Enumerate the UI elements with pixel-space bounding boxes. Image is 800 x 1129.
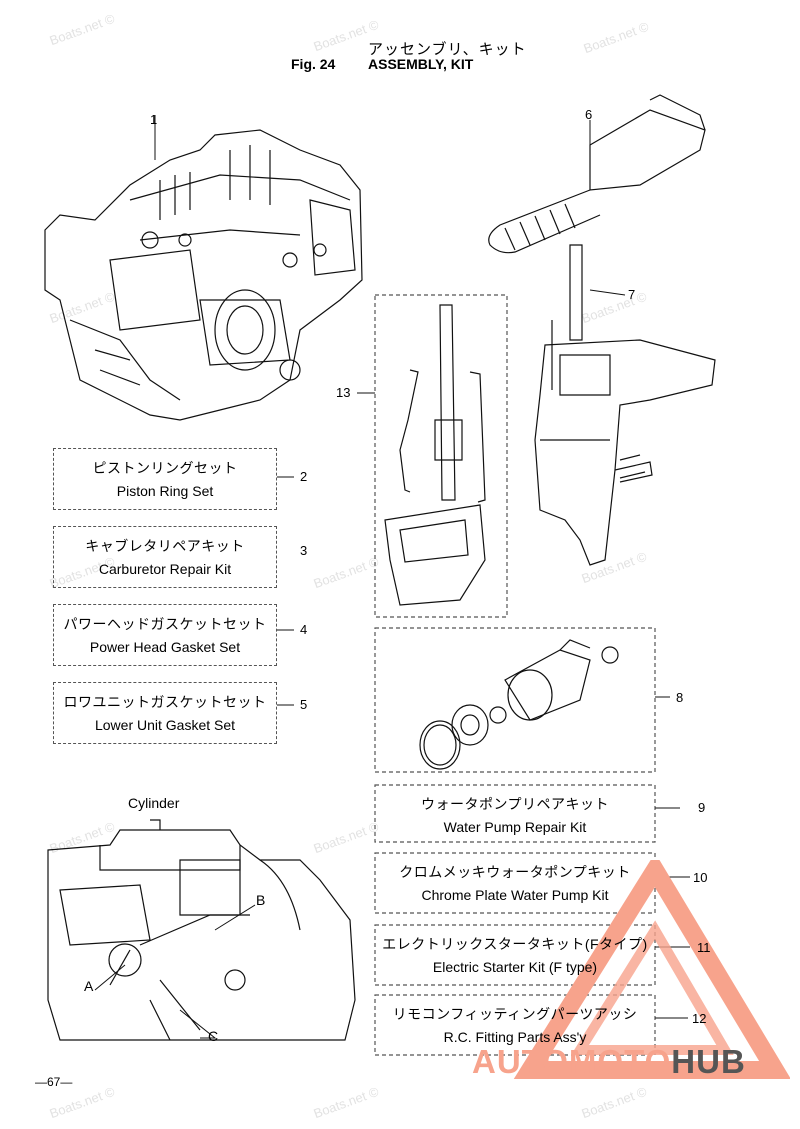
kit-name-jp: ロワユニットガスケットセット: [63, 694, 267, 710]
title-japanese: アッセンブリ、キット: [368, 40, 527, 58]
page-number: —67—: [35, 1075, 73, 1089]
lower-unit-drawing: [534, 244, 716, 566]
cylinder-title: Cylinder: [128, 795, 180, 811]
kit-box-lower-unit-gasket: ロワユニットガスケットセット Lower Unit Gasket Set: [53, 682, 277, 744]
callout-8: 8: [676, 690, 684, 705]
callout-1: 1: [150, 112, 158, 127]
gasket-kit-drawing: [384, 304, 486, 606]
logo-wordmark: AUTOMOTOHUB: [472, 1043, 746, 1080]
callout-5: 5: [300, 697, 308, 712]
kit-box-water-pump-repair: ウォータポンプリペアキット Water Pump Repair Kit: [375, 785, 655, 842]
kit-box-electric-starter: エレクトリックスタータキット(Fタイプ) Electric Starter Ki…: [375, 925, 655, 985]
callout-2: 2: [300, 469, 308, 484]
kit-box-power-head-gasket: パワーヘッドガスケットセット Power Head Gasket Set: [53, 604, 277, 666]
callout-9: 9: [698, 800, 706, 815]
kit-name-en: Power Head Gasket Set: [89, 639, 241, 655]
kit-box-chrome-water-pump: クロムメッキウォータポンプキット Chrome Plate Water Pump…: [375, 853, 655, 913]
kit-name-en: Water Pump Repair Kit: [443, 819, 587, 835]
automotohub-logo-icon: [513, 860, 790, 1079]
cylinder-label-c: C: [208, 1028, 219, 1044]
kit-name-en: Carburetor Repair Kit: [98, 561, 232, 577]
callout-13: 13: [336, 385, 351, 400]
kit-name-en: Electric Starter Kit (F type): [432, 959, 598, 975]
figure-number: Fig. 24: [291, 56, 336, 72]
kit-name-en: R.C. Fitting Parts Ass'y: [443, 1029, 587, 1045]
callout-7: 7: [628, 287, 636, 302]
kit-name-jp: ウォータポンプリペアキット: [420, 796, 610, 812]
tiller-handle-drawing: [488, 94, 706, 254]
callout-3: 3: [300, 543, 308, 558]
kit-name-jp: キャブレタリペアキット: [85, 538, 245, 554]
kit-name-jp: ピストンリングセット: [92, 460, 238, 476]
callout-12: 12: [692, 1011, 707, 1026]
title-english: ASSEMBLY, KIT: [368, 56, 474, 72]
kit-name-jp: エレクトリックスタータキット(Fタイプ): [382, 936, 648, 952]
kit-name-jp: パワーヘッドガスケットセット: [63, 616, 267, 632]
power-head-drawing: [44, 115, 363, 421]
kit-name-en: Chrome Plate Water Pump Kit: [421, 887, 609, 903]
cylinder-label-a: A: [84, 978, 94, 994]
kit-name-en: Piston Ring Set: [116, 483, 214, 499]
water-pump-drawing: [419, 639, 619, 770]
kit-box-carburetor-repair: キャブレタリペアキット Carburetor Repair Kit: [53, 526, 277, 588]
callout-11: 11: [697, 940, 711, 955]
kit-name-jp: クロムメッキウォータポンプキット: [399, 864, 631, 880]
kit-box-piston-ring: ピストンリングセット Piston Ring Set: [53, 448, 277, 510]
cylinder-detail-drawing: [47, 819, 356, 1041]
callout-4: 4: [300, 622, 308, 637]
callout-6: 6: [585, 107, 593, 122]
kit-name-jp: リモコンフィッティングパーツアッシ: [392, 1006, 638, 1022]
callout-10: 10: [693, 870, 708, 885]
cylinder-label-b: B: [256, 892, 266, 908]
kit-name-en: Lower Unit Gasket Set: [94, 717, 236, 733]
kit-box-rc-fitting-parts: リモコンフィッティングパーツアッシ R.C. Fitting Parts Ass…: [375, 995, 655, 1055]
